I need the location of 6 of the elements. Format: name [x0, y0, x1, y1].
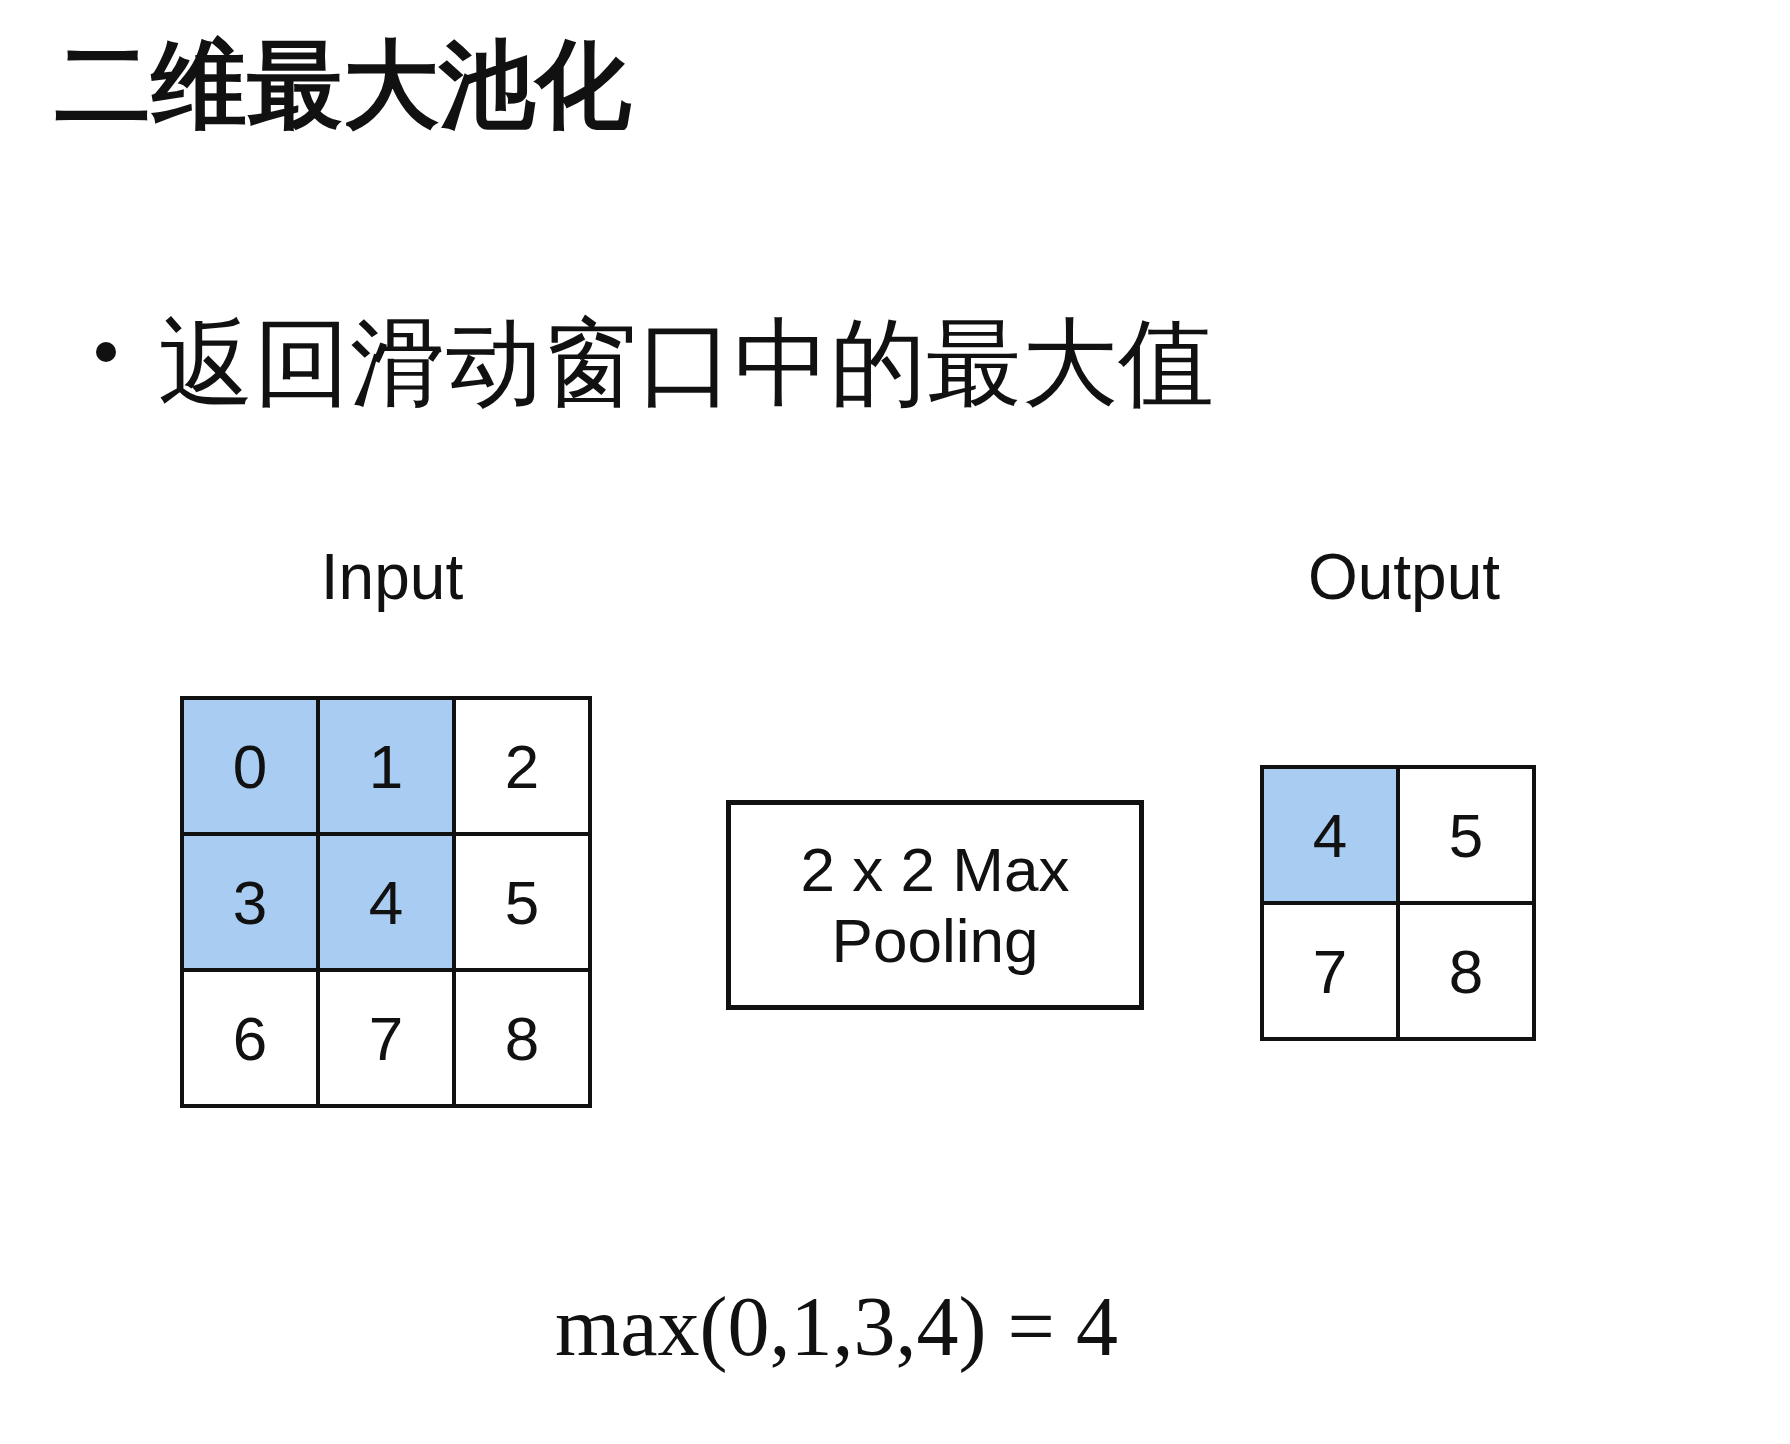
- title: 二维最大池化: [55, 30, 631, 140]
- grid-heading: Input: [319, 540, 465, 614]
- bullet-text: 返回滑动窗口中的最大值: [158, 308, 1214, 418]
- formula-text: max(0,1,3,4) = 4: [555, 1279, 1118, 1375]
- pooling-box: 2 x 2 Max Pooling: [726, 800, 1144, 1010]
- grid-heading: Output: [1306, 540, 1502, 614]
